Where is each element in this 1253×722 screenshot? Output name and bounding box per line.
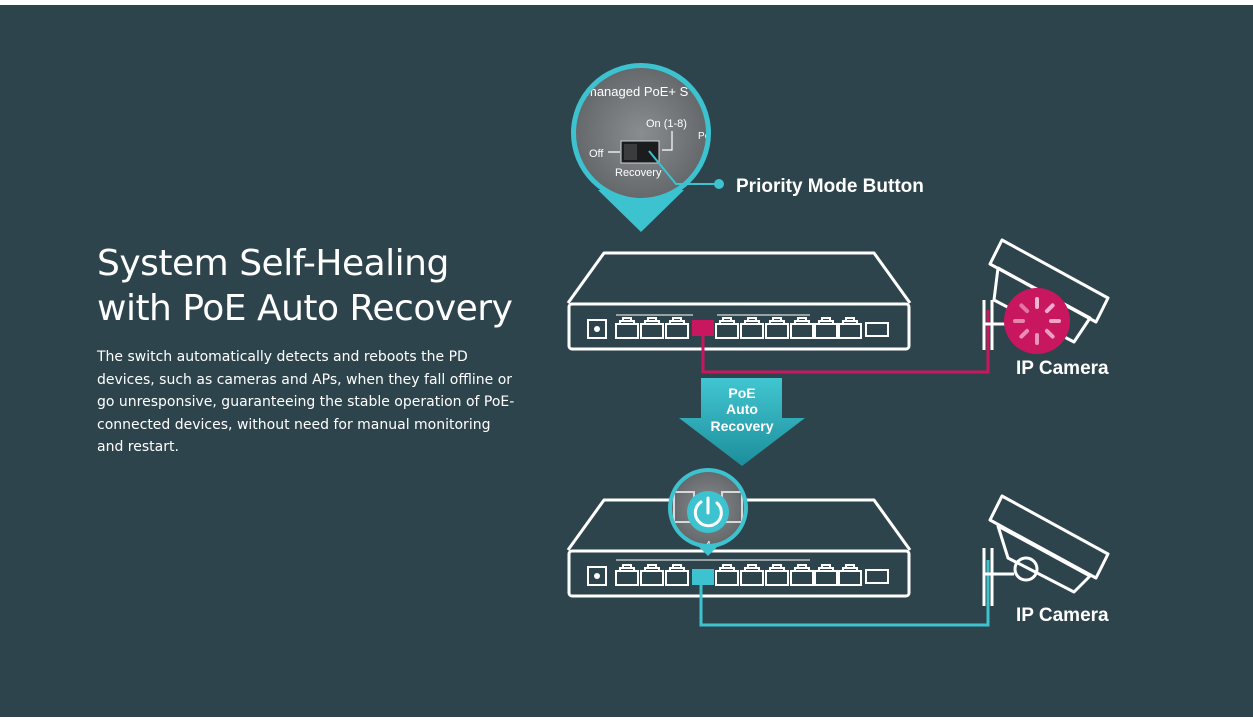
switch-top-lid xyxy=(566,251,912,304)
recovery-arrow-shape xyxy=(679,378,805,466)
switch-panel-closeup xyxy=(576,68,706,198)
feature-description: The switch automatically detects and reb… xyxy=(97,349,515,456)
arrow-label-line-1: PoE xyxy=(728,385,755,401)
closeup-model-text: managed PoE+ S xyxy=(586,84,689,99)
callout-dot xyxy=(714,179,724,189)
switch-bottom-power-led xyxy=(587,566,607,586)
switch-bottom-body xyxy=(567,549,911,598)
arrow-label-line-2: Auto xyxy=(726,401,758,417)
priority-switch-knob xyxy=(624,144,637,160)
ip-camera-top: IP Camera xyxy=(982,238,1110,379)
closeup-off-label: Off xyxy=(589,148,604,160)
power-restart-icon xyxy=(693,496,723,528)
closeup-partial-label: Po xyxy=(698,131,711,142)
cable-top-failed xyxy=(701,310,990,374)
arrow-label-line-3: Recovery xyxy=(710,418,773,434)
switch-top-body xyxy=(567,302,911,351)
cable-bottom-recovered xyxy=(699,560,990,627)
switch-bottom-ports xyxy=(615,564,862,586)
closeup-on-label: On (1-8) xyxy=(646,118,687,130)
switch-top-sfp-port xyxy=(865,322,889,337)
camera-top-hood xyxy=(988,238,1110,324)
switch-top-port-4-failed xyxy=(692,320,714,336)
camera-bottom-hood xyxy=(988,494,1110,580)
priority-mode-label: Priority Mode Button xyxy=(736,176,924,197)
switch-top xyxy=(566,251,912,351)
port-zoom-bubble: 4 xyxy=(668,468,748,556)
camera-top-label: IP Camera xyxy=(1016,358,1109,379)
switch-top-ports xyxy=(615,317,862,339)
magnifier-pointer xyxy=(598,190,684,232)
camera-bottom-label: IP Camera xyxy=(1016,605,1109,626)
title-line-2: with PoE Auto Recovery xyxy=(97,288,513,329)
ip-camera-bottom: IP Camera xyxy=(982,494,1110,626)
camera-bottom-lens xyxy=(1013,556,1039,582)
loading-spinner-icon xyxy=(1013,297,1061,345)
switch-top-power-led xyxy=(587,319,607,339)
camera-top-mount xyxy=(982,300,1008,350)
camera-bottom-body xyxy=(996,524,1092,594)
title-line-1: System Self-Healing xyxy=(97,243,449,284)
switch-bottom-sfp-port xyxy=(865,569,889,584)
closeup-on-bracket xyxy=(662,131,673,151)
port-number-label: 4 xyxy=(705,540,711,551)
callout-leader-line xyxy=(648,150,719,185)
camera-bottom-mount xyxy=(982,548,1014,606)
magnifier-callout: managed PoE+ S On (1-8) Po Off Recovery … xyxy=(571,63,924,232)
page-title: System Self-Healing with PoE Auto Recove… xyxy=(97,241,537,331)
recovery-arrow: PoE Auto Recovery xyxy=(679,378,805,466)
closeup-recovery-label: Recovery xyxy=(615,167,662,179)
switch-bottom-port-4-recovered xyxy=(692,569,714,585)
